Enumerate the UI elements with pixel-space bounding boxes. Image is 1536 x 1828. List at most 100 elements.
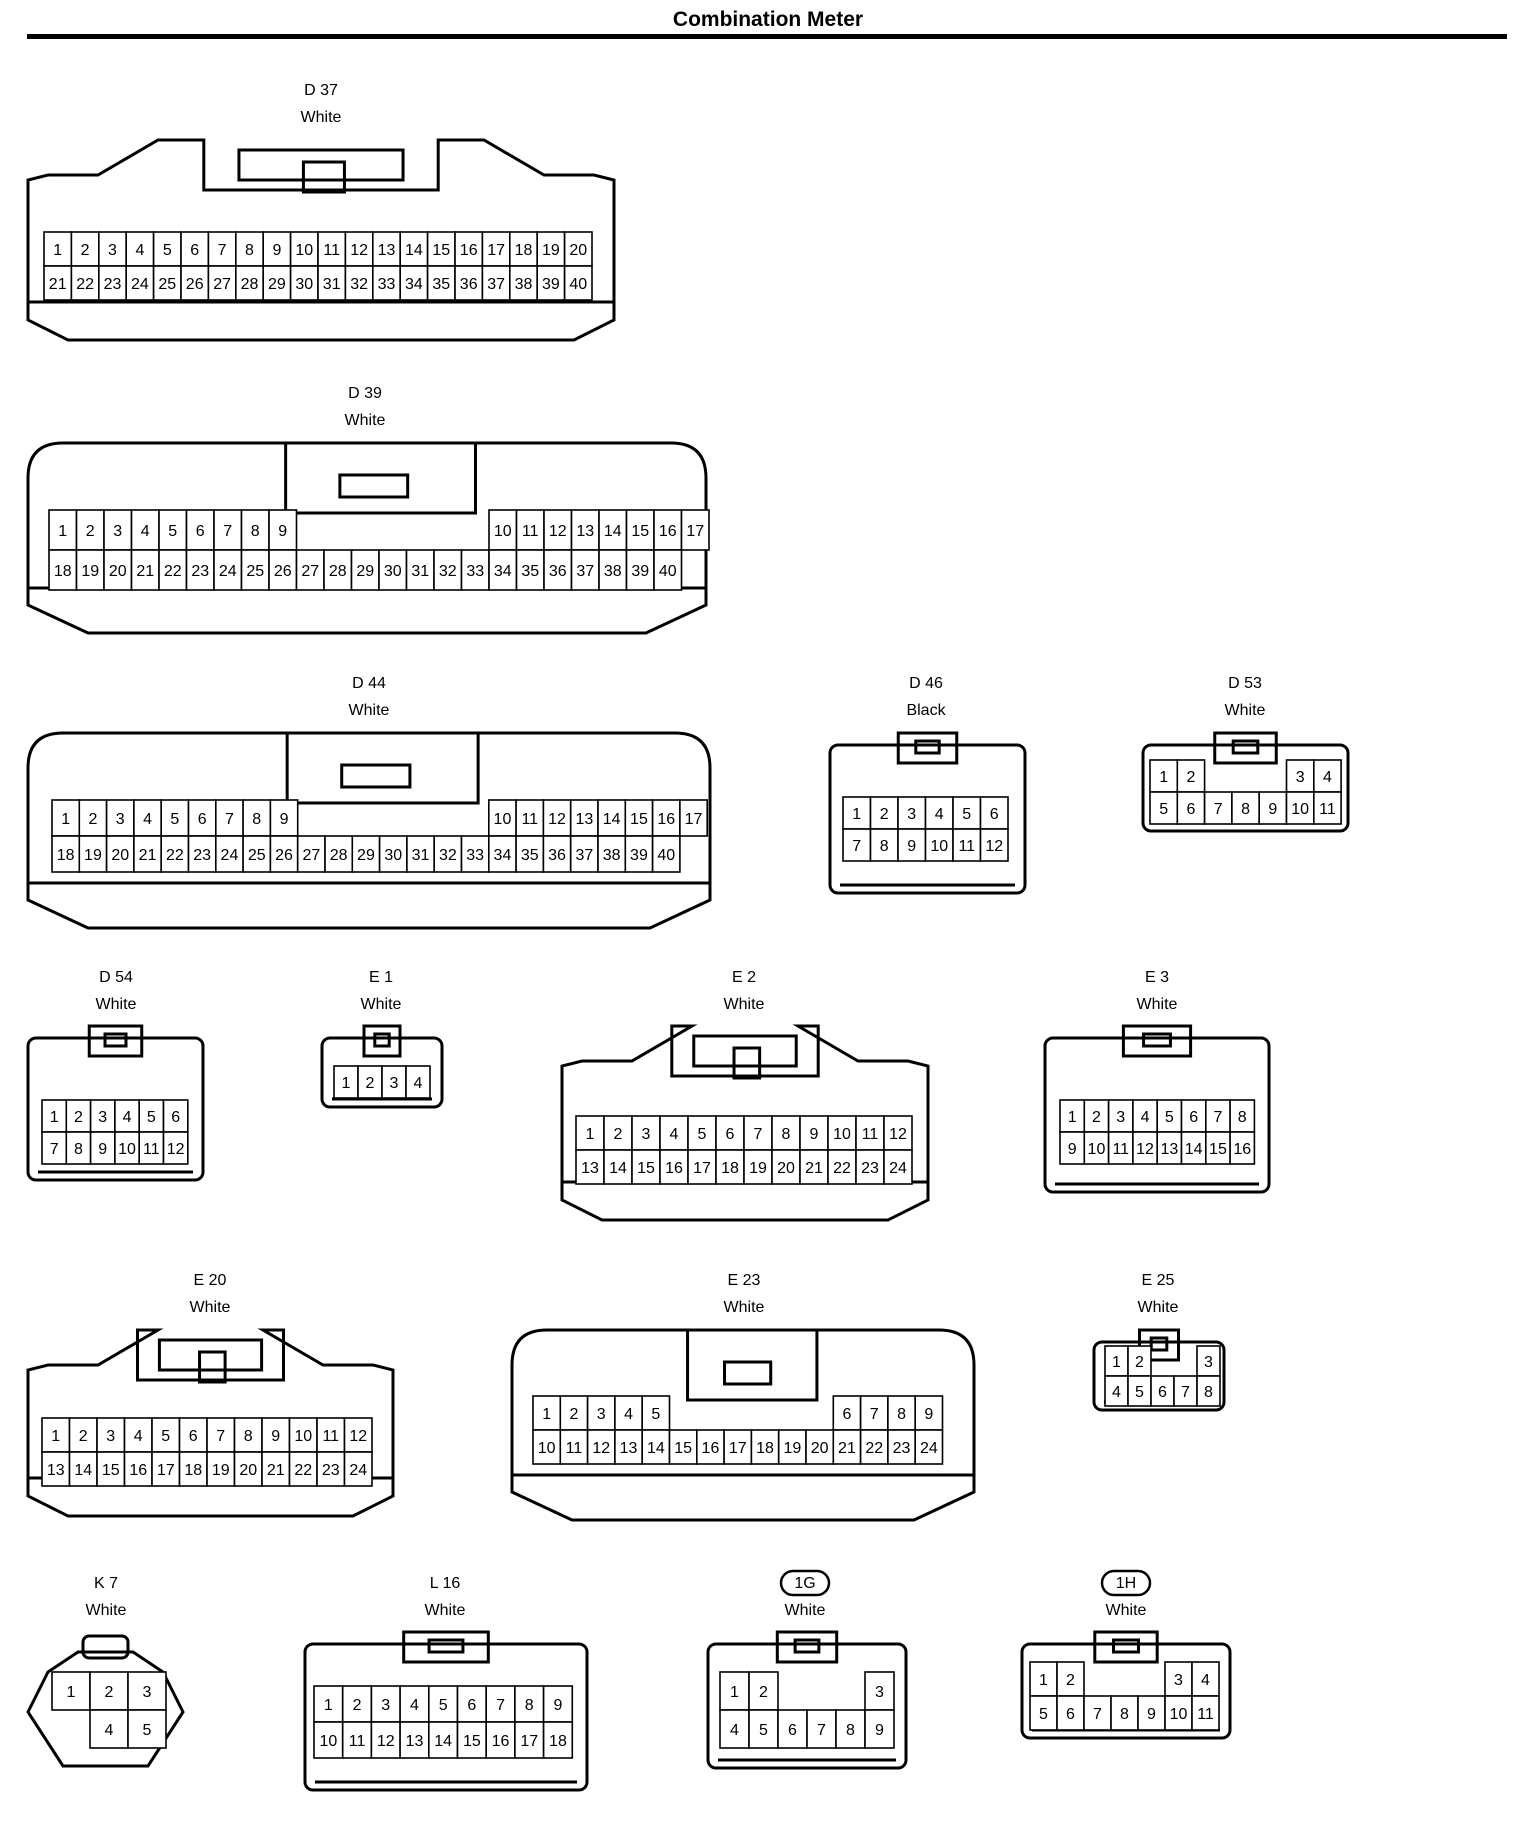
pin-number: 20 [811, 1440, 829, 1457]
pin-cell [487, 799, 517, 837]
pin-cell [43, 265, 73, 301]
pin-number: 23 [322, 1462, 340, 1479]
pin-cell [1107, 1099, 1134, 1133]
pin-number: 22 [164, 563, 182, 580]
pin-number: 4 [135, 242, 144, 259]
pin-number: 37 [575, 847, 593, 864]
pin-number: 15 [432, 242, 450, 259]
pin-cell [1191, 1695, 1220, 1731]
pin-number: 11 [566, 1440, 583, 1457]
housing-outline [1020, 1642, 1232, 1740]
pin-number: 13 [1160, 1141, 1178, 1158]
pin-number: 2 [105, 1684, 114, 1701]
connector-color-label: White [96, 996, 137, 1013]
pin-number: 33 [378, 276, 396, 293]
latch-tab [340, 763, 412, 789]
pin-cell [206, 1451, 236, 1487]
pin-number: 2 [86, 523, 95, 540]
pin-number: 12 [548, 811, 566, 828]
pin-cell [1149, 791, 1179, 825]
pin-number: 3 [1204, 1354, 1213, 1371]
housing-outline [510, 1328, 976, 1522]
pin-number: 32 [439, 563, 457, 580]
pin-cell [41, 1417, 71, 1453]
pin-number: 4 [134, 1428, 143, 1445]
pin-cell [952, 828, 982, 862]
pin-number: 4 [141, 523, 150, 540]
pin-cell [777, 1429, 807, 1465]
pin-number: 9 [271, 1428, 280, 1445]
pin-number: 35 [521, 563, 539, 580]
pin-number: 14 [405, 242, 423, 259]
housing-outline [828, 743, 1027, 895]
pin-number: 3 [642, 1126, 651, 1143]
latch-block [896, 731, 959, 765]
pin-number: 4 [410, 1697, 419, 1714]
pin-cell [344, 231, 374, 267]
pin-cell [51, 835, 81, 873]
latch-block [402, 1630, 490, 1664]
pin-number: 2 [614, 1126, 623, 1143]
pin-number: 7 [496, 1697, 505, 1714]
pin-cell [603, 1149, 633, 1185]
pin-cell [515, 799, 545, 837]
pin-number: 28 [241, 276, 259, 293]
pin-number: 1 [67, 1684, 76, 1701]
pin-number: 5 [161, 1428, 170, 1445]
housing-outline [26, 1328, 395, 1518]
pin-number: 11 [143, 1141, 160, 1158]
pin-number: 31 [323, 276, 341, 293]
latch-block [237, 148, 405, 182]
pin-number: 31 [412, 847, 430, 864]
pin-number: 36 [460, 276, 478, 293]
pin-number: 9 [553, 1697, 562, 1714]
pin-number: 10 [1170, 1706, 1188, 1723]
pin-number: 13 [47, 1462, 65, 1479]
pin-number: 19 [749, 1160, 767, 1177]
pin-number: 12 [350, 242, 368, 259]
pin-number: 5 [170, 811, 179, 828]
pin-number: 32 [439, 847, 457, 864]
latch-block [284, 441, 477, 515]
pin-cell [869, 828, 899, 862]
housing-outline [26, 1650, 185, 1768]
latch-block [285, 731, 480, 805]
pin-number: 35 [521, 847, 539, 864]
pin-cell [481, 265, 511, 301]
pin-cell [485, 1721, 516, 1759]
pin-number: 8 [74, 1141, 83, 1158]
pin-number: 6 [1066, 1706, 1075, 1723]
pin-cell [185, 549, 215, 591]
connector-id-label: D 44 [352, 675, 386, 692]
pin-number: 11 [349, 1733, 366, 1750]
pin-cell [883, 1115, 913, 1151]
pin-cell [979, 796, 1009, 830]
pin-number: 9 [278, 523, 287, 540]
pin-cell [213, 509, 243, 551]
pin-number: 35 [432, 276, 450, 293]
pin-number: 6 [1158, 1384, 1167, 1401]
pin-cell [1059, 1099, 1086, 1133]
pin-cell [89, 1709, 129, 1749]
latch-tab [338, 473, 410, 499]
pin-cell [1132, 1131, 1159, 1165]
pin-number: 30 [295, 276, 313, 293]
pin-number: 15 [630, 811, 648, 828]
pin-cell [651, 835, 681, 873]
pin-cell [187, 835, 217, 873]
pin-number: 40 [659, 563, 677, 580]
pin-number: 11 [958, 838, 975, 855]
pin-number: 6 [467, 1697, 476, 1714]
pin-number: 19 [84, 847, 102, 864]
pin-number: 4 [730, 1722, 739, 1739]
pin-number: 17 [520, 1733, 538, 1750]
pin-number: 16 [1233, 1141, 1251, 1158]
connector-id-label: D 53 [1228, 675, 1262, 692]
pin-number: 27 [213, 276, 231, 293]
pin-number: 4 [935, 806, 944, 823]
connector-id-label: E 23 [728, 1272, 761, 1289]
